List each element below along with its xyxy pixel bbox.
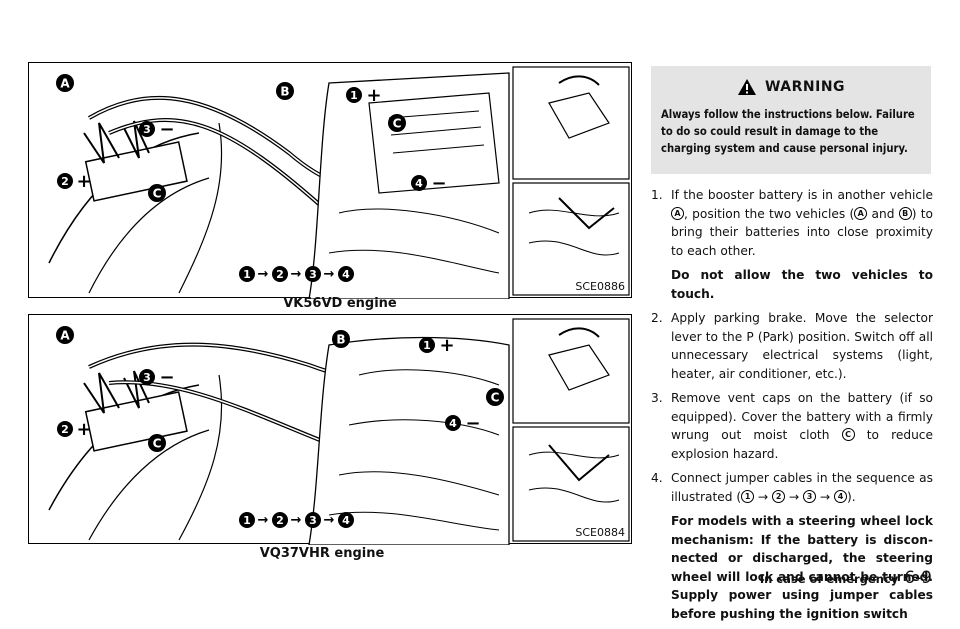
svg-text:→: → <box>291 267 302 282</box>
svg-text:1: 1 <box>423 339 431 352</box>
label-4-2: 4 <box>445 415 461 431</box>
svg-text:+: + <box>76 419 91 440</box>
svg-text:3: 3 <box>143 123 151 136</box>
svg-text:3: 3 <box>309 514 317 527</box>
svg-text:1: 1 <box>350 89 358 102</box>
label-c-2a: C <box>148 434 166 452</box>
step-3: 3. Remove vent caps on the battery (if s… <box>651 391 933 461</box>
ref-a-icon: A <box>671 206 684 220</box>
svg-text:−: − <box>465 413 480 434</box>
svg-text:1: 1 <box>243 268 251 281</box>
plus-2: + <box>76 171 91 192</box>
svg-text:2: 2 <box>61 423 69 436</box>
label-2-2: 2 <box>57 421 73 437</box>
svg-text:B: B <box>336 333 345 347</box>
svg-text:C: C <box>491 391 500 405</box>
figure-vk56vd: A B C C 1 + 2 + 3 − 4 − 1 → 2 → 3 → 4 <box>28 62 632 299</box>
plus-1: + <box>366 85 381 106</box>
svg-text:→: → <box>324 267 335 282</box>
jump-start-illustration-1: A B C C 1 + 2 + 3 − 4 − 1 → 2 → 3 → 4 <box>48 66 630 299</box>
warning-triangle-icon <box>737 79 756 95</box>
section-name: In case of emergency <box>759 572 899 586</box>
label-1-1: 1 <box>346 87 362 103</box>
label-c-1a: C <box>148 184 166 202</box>
step-2: 2. Apply parking brake. Move the selecto… <box>651 311 933 381</box>
label-c-2b: C <box>486 388 504 406</box>
svg-text:2: 2 <box>276 268 284 281</box>
svg-text:2: 2 <box>61 175 69 188</box>
svg-text:→: → <box>258 513 269 528</box>
jump-start-illustration-2: A B C C 1 + 2 + 3 − 4 − 1 → 2 → 3 → 4 <box>48 318 630 545</box>
svg-text:1: 1 <box>243 514 251 527</box>
svg-text:→: → <box>291 513 302 528</box>
svg-text:3: 3 <box>143 371 151 384</box>
svg-text:−: − <box>159 367 174 388</box>
ref-b-icon: B <box>898 206 912 220</box>
page-footer: In case of emergency 6-9 <box>760 568 932 588</box>
label-a-2: A <box>56 326 74 344</box>
label-b-1: B <box>276 82 294 100</box>
svg-text:A: A <box>60 77 70 91</box>
svg-text:→: → <box>258 267 269 282</box>
label-1-2: 1 <box>419 337 435 353</box>
figure-caption: VQ37VHR engine <box>259 546 385 561</box>
svg-text:2: 2 <box>276 514 284 527</box>
svg-text:4: 4 <box>342 268 350 281</box>
svg-text:C: C <box>393 117 402 131</box>
figure-code: SCE0884 <box>575 526 625 539</box>
svg-text:C: C <box>153 437 162 451</box>
label-4-1: 4 <box>411 175 427 191</box>
ref-c-icon: C <box>841 428 855 441</box>
figure-vq37vhr: A B C C 1 + 2 + 3 − 4 − 1 → 2 → 3 → 4 SC… <box>28 314 632 545</box>
svg-text:C: C <box>153 187 162 201</box>
figure-code: SCE0886 <box>575 280 625 293</box>
warning-text: Always follow the instructions below. Fa… <box>661 108 915 155</box>
sequence-1: 1 → 2 → 3 → 4 <box>239 266 354 282</box>
label-c-1b: C <box>388 114 406 132</box>
warning-title: WARNING <box>764 79 846 95</box>
label-2-1: 2 <box>57 173 73 189</box>
sequence-2: 1 → 2 → 3 → 4 <box>239 512 354 528</box>
step-4: 4. Connect jumper cables in the sequence… <box>651 469 933 623</box>
ref-a-icon: A <box>854 206 868 220</box>
page-number: 6-9 <box>904 568 932 588</box>
instruction-steps: 1. If the booster battery is in another … <box>651 186 933 629</box>
svg-text:A: A <box>60 329 70 343</box>
svg-text:4: 4 <box>415 177 423 190</box>
minus-3: − <box>159 119 174 140</box>
svg-text:4: 4 <box>449 417 457 430</box>
figure-caption: VK56VD engine <box>283 296 397 311</box>
warning-header: WARNING <box>661 78 921 96</box>
label-b-2: B <box>332 330 350 348</box>
svg-text:B: B <box>280 85 289 99</box>
svg-text:→: → <box>324 513 335 528</box>
warning-box: WARNING Always follow the instructions b… <box>651 66 931 174</box>
minus-4: − <box>431 173 446 194</box>
svg-text:4: 4 <box>342 514 350 527</box>
step-1-note: Do not allow the two vehicles to touch. <box>671 268 933 301</box>
svg-text:+: + <box>439 335 454 356</box>
step-1: 1. If the booster battery is in another … <box>651 186 933 303</box>
label-a-1: A <box>56 74 74 92</box>
svg-text:3: 3 <box>309 268 317 281</box>
label-3-2: 3 <box>139 369 155 385</box>
label-3-1: 3 <box>139 121 155 137</box>
